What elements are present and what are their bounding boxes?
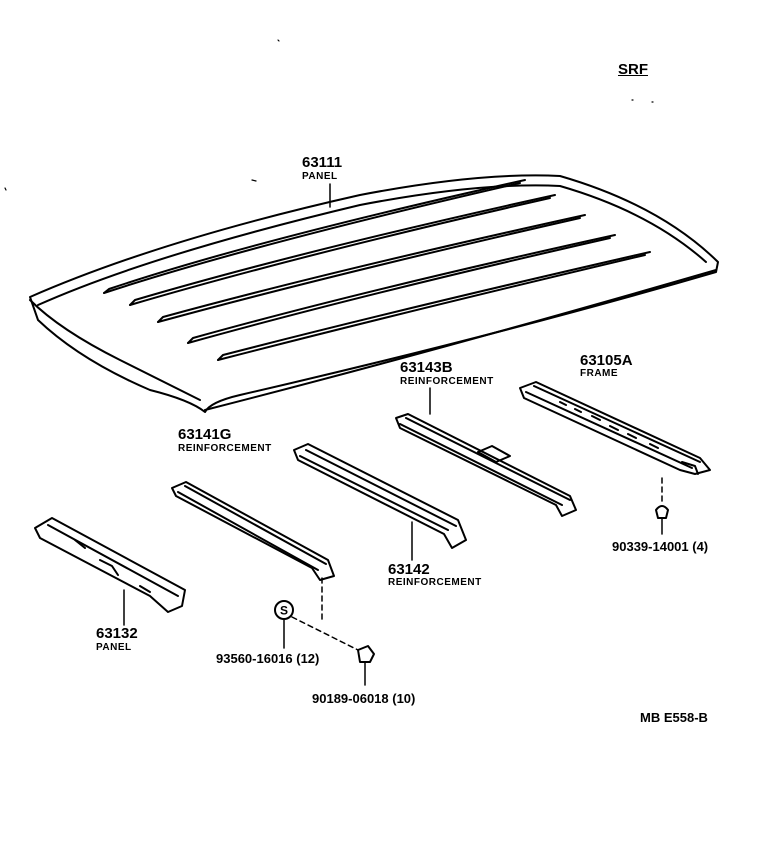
- part-number-63132: 63132: [96, 625, 138, 642]
- panel-63132-drawing: [34, 517, 186, 613]
- reinforcement-63143b-drawing: [395, 413, 577, 517]
- fastener-90339: 90339-14001 (4): [612, 539, 709, 554]
- part-number-63105a: 63105A: [580, 352, 633, 369]
- part-number-63111: 63111: [302, 154, 343, 171]
- part-name-63105a: FRAME: [580, 368, 619, 379]
- nut-90189-icon: [357, 645, 375, 663]
- header-code: SRF: [618, 61, 648, 78]
- leader-lines: [123, 183, 663, 686]
- part-number-63142: 63142: [388, 561, 430, 578]
- frame-63105a-drawing: [519, 381, 711, 475]
- part-name-63111: PANEL: [302, 171, 338, 182]
- part-name-63141g: REINFORCEMENT: [178, 443, 272, 454]
- screw-symbol: S: [280, 604, 288, 618]
- part-name-63143b: REINFORCEMENT: [400, 376, 494, 387]
- part-name-63132: PANEL: [96, 642, 132, 653]
- clip-90339-icon: [655, 505, 669, 519]
- drawing-number: MB E558-B: [640, 710, 708, 725]
- screw-93560-icon: [274, 600, 294, 620]
- fastener-93560: 93560-16016 (12): [216, 651, 320, 666]
- scan-specks: [4, 39, 654, 191]
- part-number-63143b: 63143B: [400, 359, 453, 376]
- part-number-63141g: 63141G: [178, 426, 232, 443]
- roof-panel-drawing: [29, 174, 719, 413]
- part-name-63142: REINFORCEMENT: [388, 577, 482, 588]
- reinforcement-63141g-drawing: [171, 481, 335, 581]
- fastener-90189: 90189-06018 (10): [312, 691, 416, 706]
- reinforcement-63142-drawing: [293, 443, 467, 549]
